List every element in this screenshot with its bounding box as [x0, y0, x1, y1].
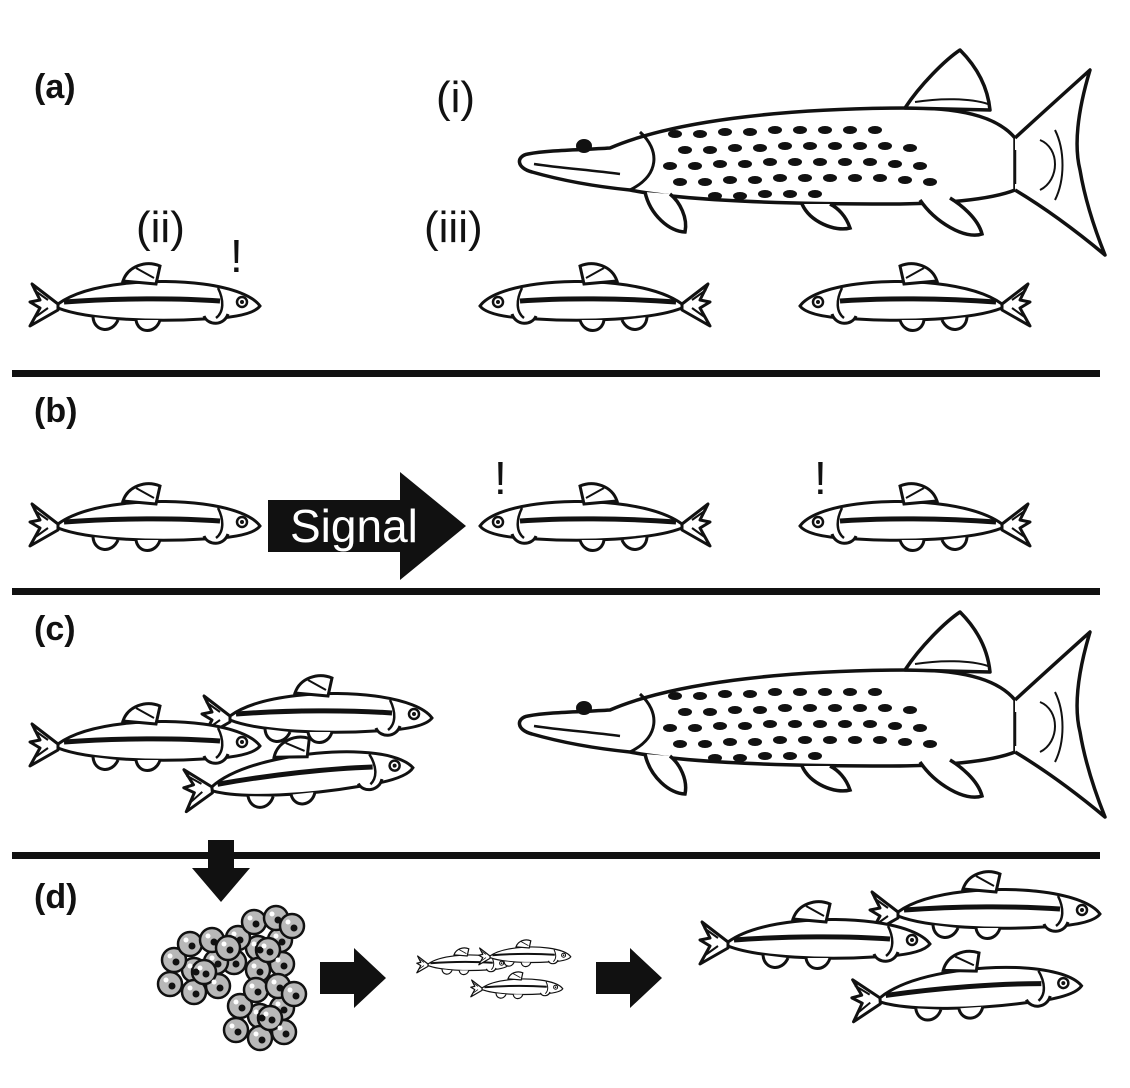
minnow-icon-bystander-1 [480, 264, 710, 331]
panel-divider-2 [12, 588, 1100, 595]
fry-icon-1 [415, 946, 510, 976]
sub-label-ii: (ii) [136, 203, 185, 252]
panel-label-a: (a) [34, 68, 76, 106]
arrow-down-icon [192, 840, 250, 902]
panel-label-d: (d) [34, 878, 77, 916]
alarm-mark-1: ! [494, 452, 507, 504]
minnow-icon-alerted-2 [800, 484, 1030, 551]
panel-a: (a) (i) (ii) (iii) ! [30, 48, 1107, 331]
minnow-icon-alerted-1 [480, 484, 710, 551]
pike-predator-icon-c [517, 610, 1107, 819]
alarm-mark-2: ! [814, 452, 827, 504]
alarm-mark-ii: ! [230, 230, 243, 282]
egg-cluster-icon-2 [156, 926, 242, 1006]
panel-d: (d) [34, 840, 1100, 1052]
sub-label-iii: (iii) [424, 203, 483, 252]
panel-c: (c) [30, 610, 1107, 819]
minnow-icon-sender [30, 484, 260, 551]
panel-label-b: (b) [34, 392, 77, 430]
panel-b: (b) Signal ! ! [30, 392, 1030, 580]
panel-divider-3 [12, 852, 1100, 859]
fry-icon-3 [469, 970, 564, 1000]
signal-label: Signal [290, 500, 418, 552]
pike-predator-icon [517, 48, 1107, 257]
panel-label-c: (c) [34, 610, 76, 648]
egg-cluster-icon-3 [222, 972, 308, 1052]
signal-arrow-icon [268, 472, 466, 580]
sub-label-i: (i) [436, 73, 475, 122]
arrow-right-icon-2 [596, 948, 662, 1008]
panel-divider-1 [12, 370, 1100, 377]
minnow-icon-receiver [30, 264, 260, 331]
minnow-icon-bystander-2 [800, 264, 1030, 331]
arrow-right-icon-1 [320, 948, 386, 1008]
